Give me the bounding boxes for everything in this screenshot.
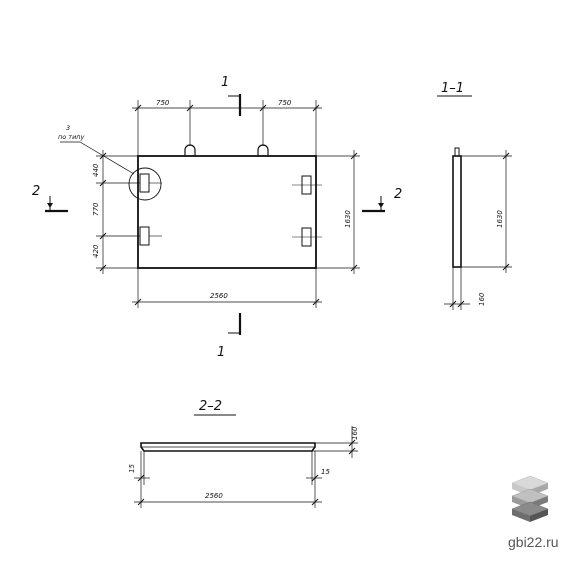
dim-left-3: 420 [92,244,100,258]
stack-logo-icon [511,475,549,522]
section-1-1-height: 1630 [496,210,504,228]
cut-2-right-label: 2 [394,187,402,202]
dim-top-left: 750 [156,99,170,107]
lifting-loop-left [184,144,196,156]
callout-text: по типу [58,133,85,141]
section-1-1-title: 1–1 [441,81,464,96]
cut-1-top-label: 1 [221,75,229,90]
dim-left-2: 770 [92,202,100,216]
slab-outline [137,155,317,269]
section-2-2-width: 2560 [205,492,223,500]
section-2-2-chamfer-left: 15 [128,464,136,473]
section-1-1-profile [452,155,462,268]
embed-left-bottom [139,226,150,246]
watermark: gbi22.ru [508,475,559,550]
dim-right-height: 1630 [344,210,352,228]
section-2-2-title: 2–2 [199,399,222,414]
cut-2-left-label: 2 [32,184,40,199]
cut-1-bottom-label: 1 [217,345,225,360]
section-2-2-thickness: 160 [351,426,359,440]
detail-circle [128,167,162,201]
dim-bottom-width: 2560 [210,292,228,300]
dim-top-right: 750 [278,99,292,107]
callout-number: 3 [66,124,70,132]
embed-left-top [139,173,150,193]
watermark-text: gbi22.ru [508,534,559,550]
dim-left-1: 440 [92,163,100,177]
plan-view: 3 по типу 750 750 440 770 420 1630 [32,75,402,360]
section-1-1: 1–1 1630 160 [437,81,512,310]
section-1-1-thickness: 160 [478,292,486,306]
section-2-2-chamfer-right: 15 [321,468,330,476]
section-2-2: 2–2 160 15 15 2560 [128,399,359,508]
lifting-loop-right [257,144,269,156]
